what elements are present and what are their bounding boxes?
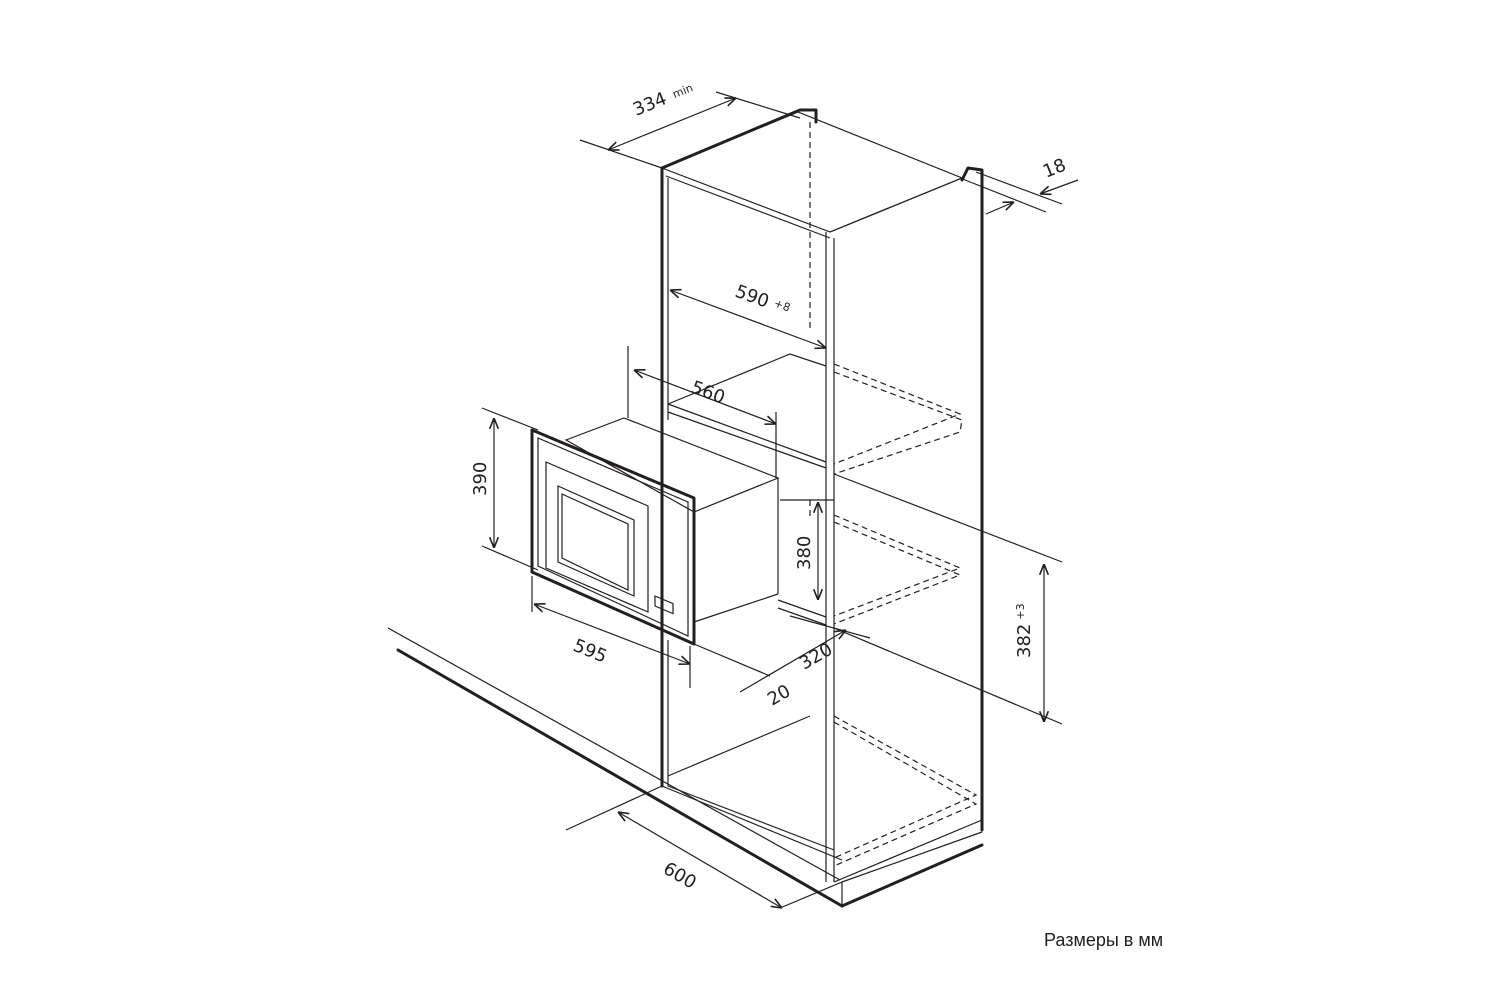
dimension-labels: 334min 18 590+8 560 390 380 382+3 595 32… xyxy=(470,78,1069,893)
units-note: Размеры в мм xyxy=(1044,930,1164,950)
dimension-lines xyxy=(481,91,1079,908)
dim-offset: 20 xyxy=(764,681,794,711)
dim-front-height: 390 xyxy=(470,462,491,496)
countertop-lines xyxy=(387,627,984,908)
dim-niche-height: 382+3 xyxy=(1014,603,1035,658)
dim-inner-width: 590+8 xyxy=(732,281,792,320)
dim-panel-thickness: 18 xyxy=(1040,155,1069,183)
microwave xyxy=(530,417,780,646)
dim-front-width: 595 xyxy=(570,635,610,667)
dim-depth-min: 334min xyxy=(630,78,696,121)
cabinet xyxy=(660,108,984,883)
dim-body-height: 380 xyxy=(794,536,815,570)
dim-niche-depth: 320 xyxy=(796,639,836,674)
dim-cabinet-width: 600 xyxy=(660,858,700,893)
